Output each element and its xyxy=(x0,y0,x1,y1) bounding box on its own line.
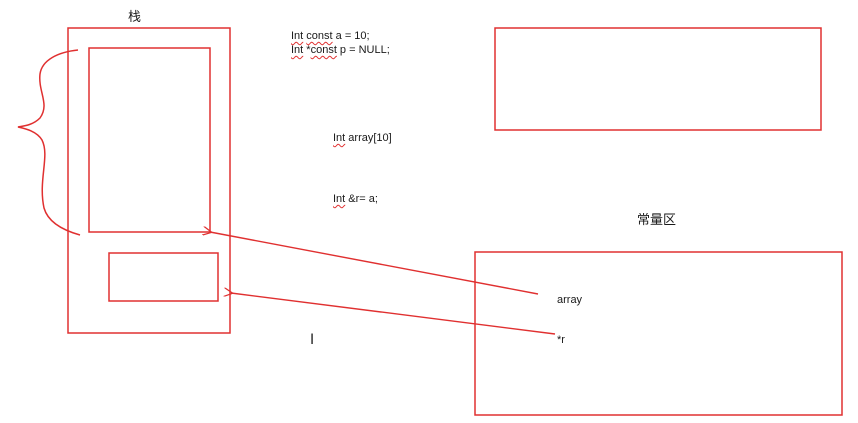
code-keyword: Int xyxy=(291,30,304,42)
code-line-ref: Int &r= a; xyxy=(333,193,378,206)
code-text: &r= a; xyxy=(345,193,378,205)
code-line-array: Int array[10] xyxy=(333,132,392,145)
code-line-const-p: Int *const p = NULL; xyxy=(291,44,390,57)
code-text: p = NULL; xyxy=(336,44,390,56)
code-text: array[10] xyxy=(345,132,392,144)
code-keyword: Int xyxy=(333,132,346,144)
code-text: a = 10; xyxy=(332,30,370,42)
code-keyword: const xyxy=(310,44,337,56)
const-area-box xyxy=(474,251,843,416)
stack-curly-brace xyxy=(17,49,81,236)
arrow-array-to-stack xyxy=(210,232,539,295)
stack-title: 栈 xyxy=(128,9,142,24)
stack-outer-box xyxy=(67,27,231,334)
code-keyword: Int xyxy=(333,193,346,205)
stack-array-box xyxy=(88,47,211,233)
code-keyword: Int xyxy=(291,44,304,56)
code-text: * xyxy=(303,44,311,56)
const-item-array: array xyxy=(557,294,583,306)
const-item-r: *r xyxy=(557,334,565,346)
text-cursor-icon: I xyxy=(310,332,315,348)
code-line-const-a: Int const a = 10; xyxy=(291,30,370,43)
top-right-box xyxy=(494,27,822,131)
arrow-r-to-stack xyxy=(231,293,556,335)
code-keyword: const xyxy=(306,30,333,42)
const-area-title: 常量区 xyxy=(637,212,677,227)
stack-ref-box xyxy=(108,252,219,302)
